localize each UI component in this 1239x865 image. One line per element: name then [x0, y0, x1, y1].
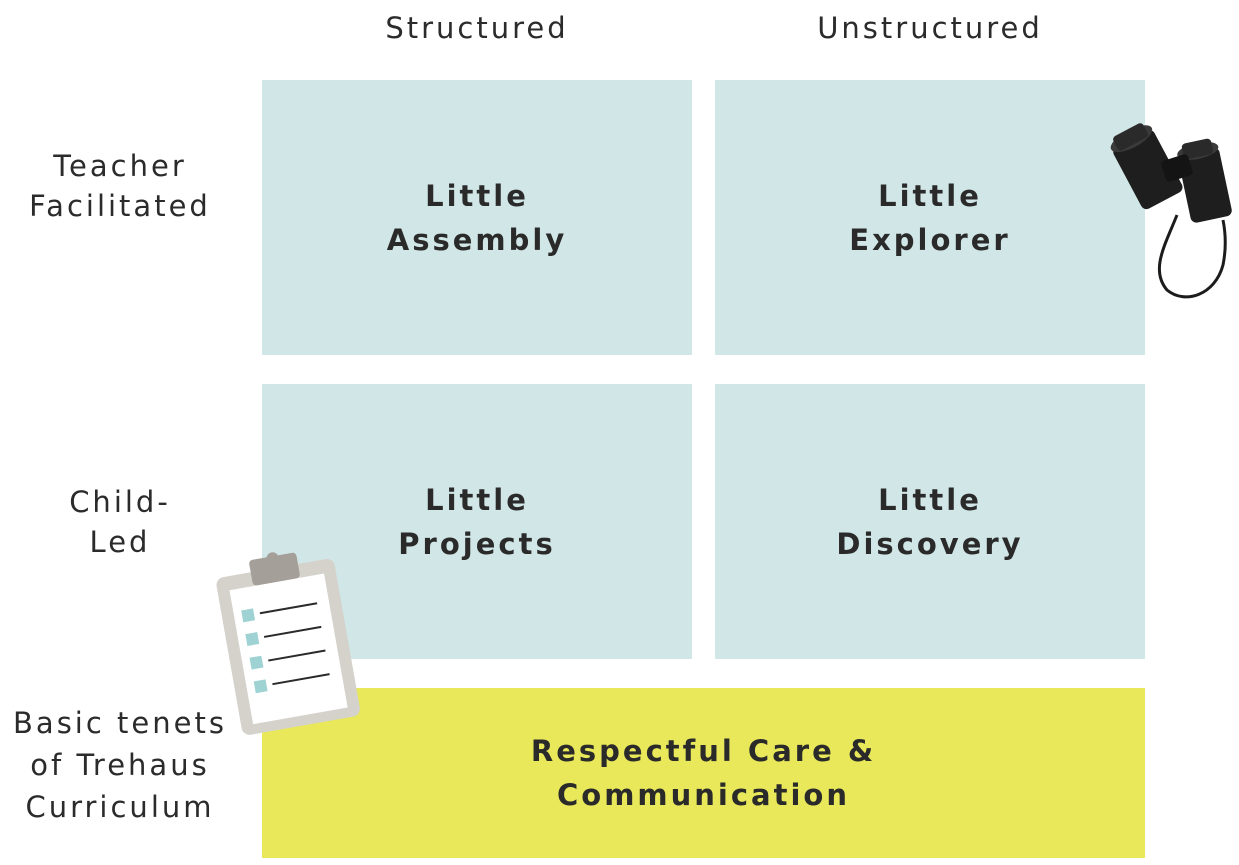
row-header-line: of Trehaus [30, 748, 210, 782]
cell-label: Little Projects [398, 478, 555, 566]
row-header-line: Facilitated [29, 189, 211, 223]
binoculars-icon [1110, 123, 1232, 299]
base-label-line: Communication [556, 778, 850, 812]
cell-label-line: Little [425, 482, 529, 517]
base-label-line: Respectful Care & [530, 734, 877, 768]
column-header-structured: Structured [385, 11, 569, 45]
cell-label: Little Discovery [836, 478, 1023, 566]
base-label: Respectful Care & Communication [531, 729, 876, 817]
cell-label-line: Explorer [849, 222, 1011, 257]
clipboard-icon [216, 552, 360, 735]
cell-little-explorer: Little Explorer [715, 80, 1145, 355]
row-header-basic-tenets: Basic tenets of Trehaus Curriculum [0, 702, 240, 828]
cell-label-line: Discovery [836, 526, 1024, 561]
row-header-line: Child- [69, 485, 171, 519]
cell-label: Little Explorer [849, 174, 1010, 262]
base-respectful-care: Respectful Care & Communication [262, 688, 1145, 858]
cell-label-line: Little [425, 178, 529, 213]
row-header-teacher-facilitated: Teacher Facilitated [0, 146, 240, 226]
row-header-line: Led [89, 525, 151, 559]
cell-little-discovery: Little Discovery [715, 384, 1145, 659]
cell-label: Little Assembly [387, 174, 567, 262]
row-header-line: Teacher [53, 149, 187, 183]
cell-label-line: Projects [398, 526, 556, 561]
row-header-line: Curriculum [25, 790, 215, 824]
cell-label-line: Assembly [386, 222, 568, 257]
cell-label-line: Little [878, 482, 982, 517]
column-header-unstructured: Unstructured [817, 11, 1043, 45]
row-header-line: Basic tenets [13, 706, 227, 740]
cell-label-line: Little [878, 178, 982, 213]
cell-little-assembly: Little Assembly [262, 80, 692, 355]
row-header-child-led: Child- Led [0, 482, 240, 562]
